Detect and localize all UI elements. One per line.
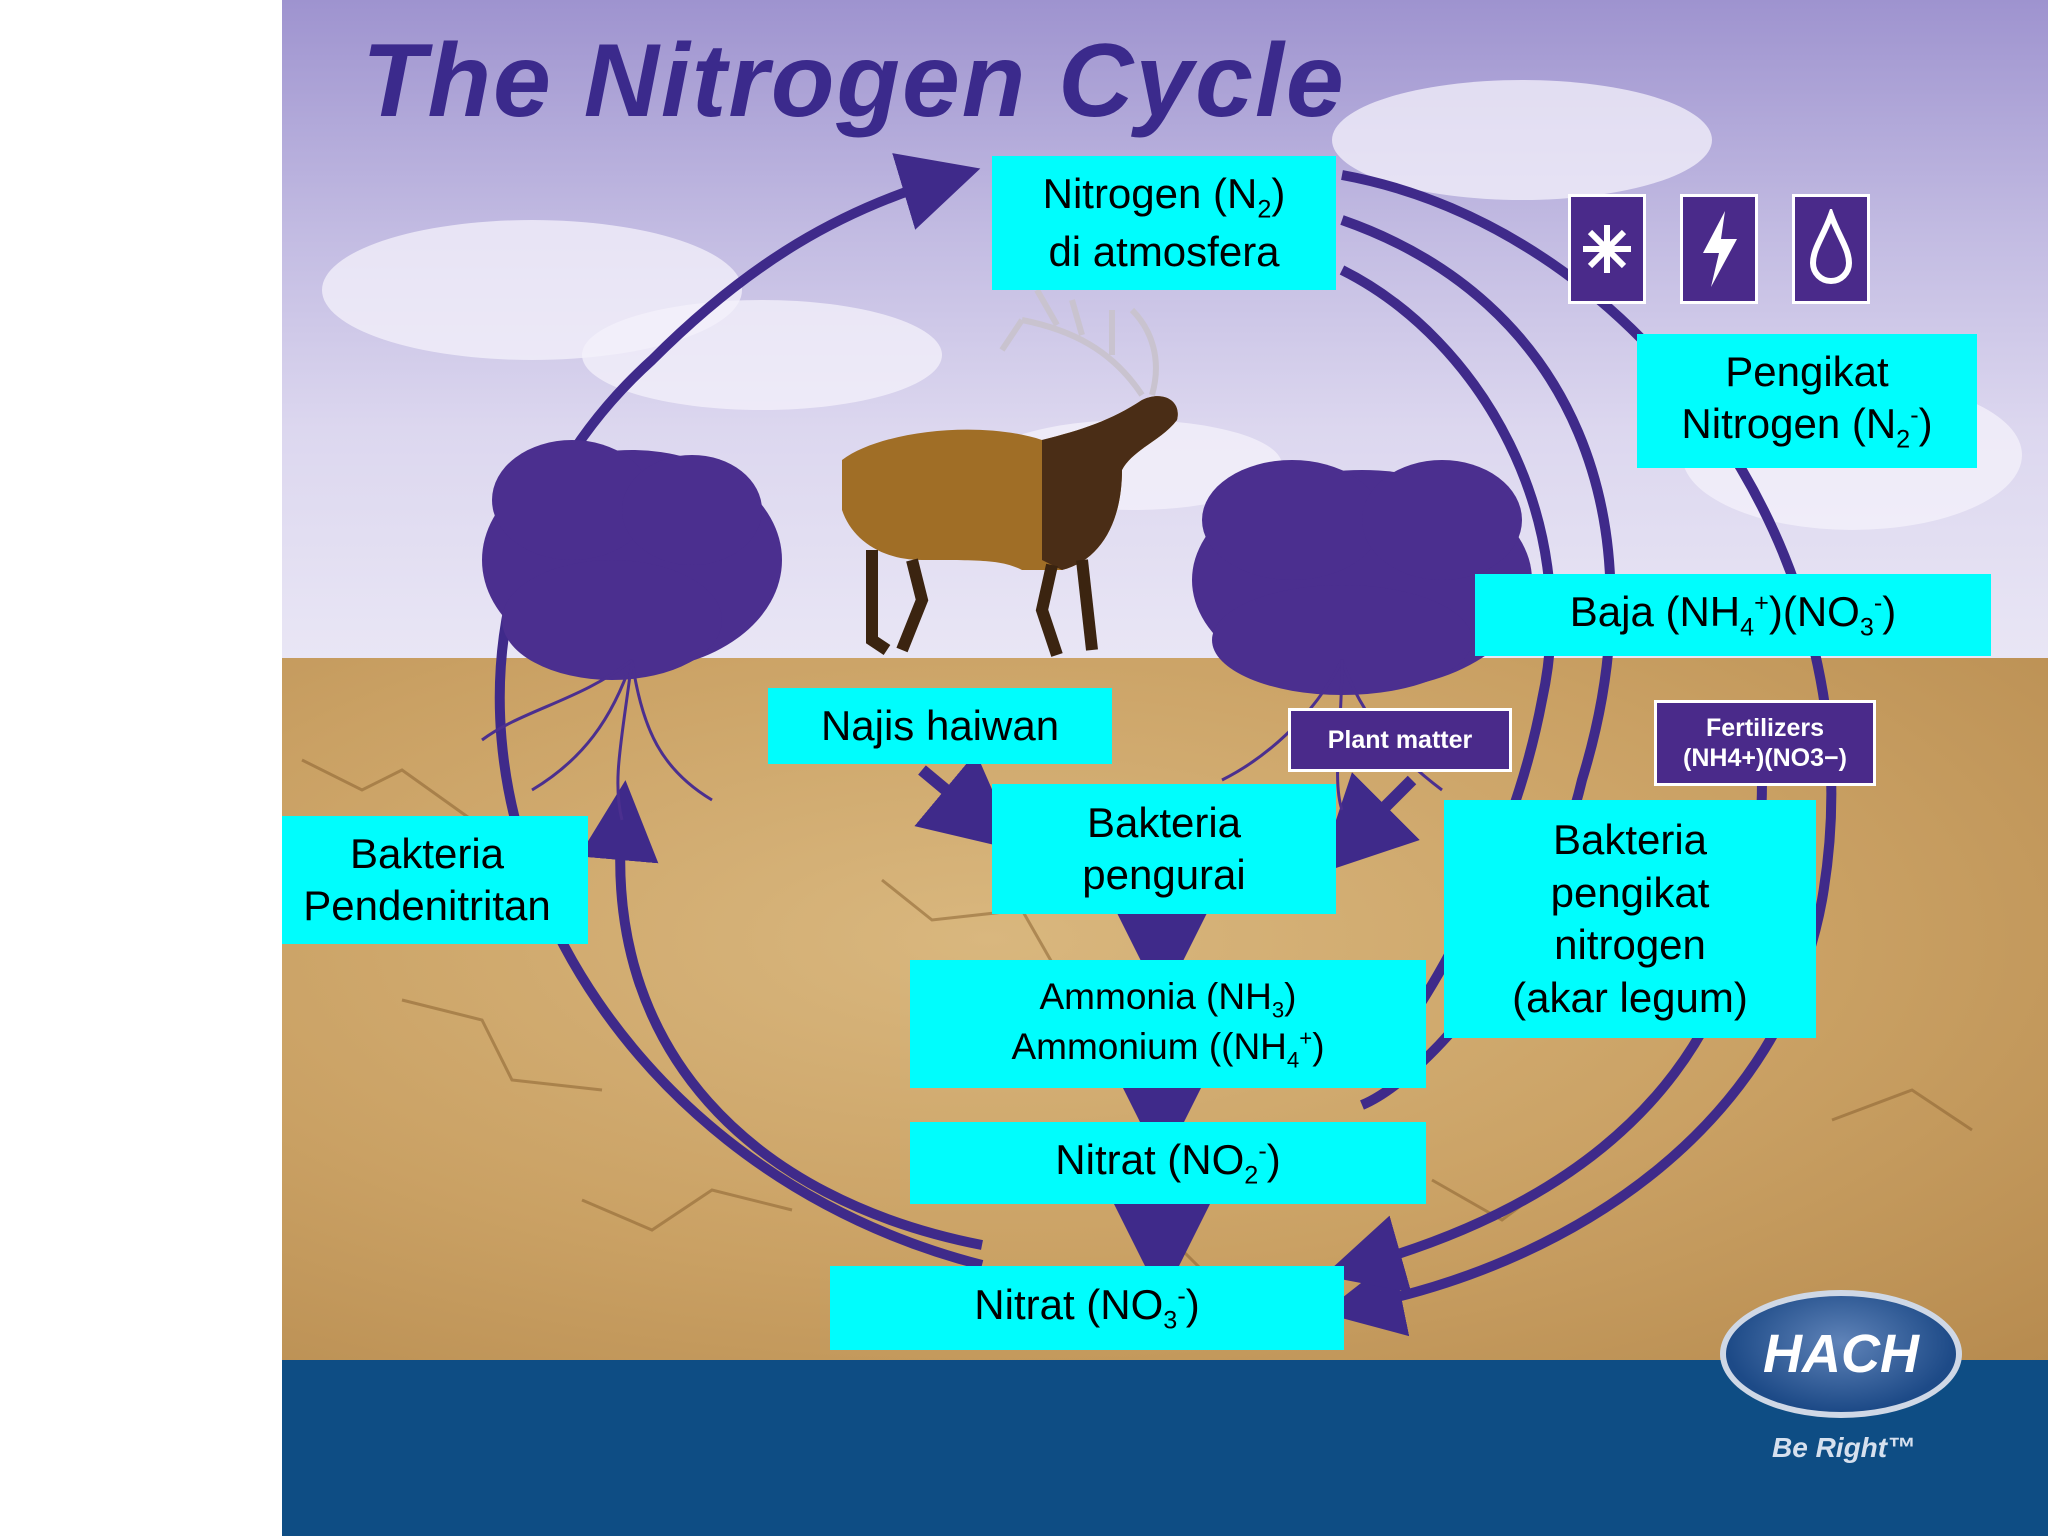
brand-slogan: Be Right™ (1772, 1432, 1916, 1463)
bush-right (1192, 460, 1532, 695)
arrow-atmosphere-inner (1339, 265, 1556, 1084)
label-ammonia-ammonium: Ammonia (NH3) Ammonium ((NH4+) (910, 960, 1426, 1088)
label-atmospheric-nitrogen: Nitrogen (N2) di atmosfera (992, 156, 1336, 290)
label-animal-waste: Najis haiwan (768, 688, 1112, 764)
water-drop-icon (1792, 194, 1870, 304)
elk-illustration (842, 288, 1178, 657)
label-nitrate: Nitrat (NO3-) (830, 1266, 1344, 1350)
bush-left (482, 440, 782, 680)
diagram-title: The Nitrogen Cycle (362, 23, 1346, 139)
arrow-nitrate-to-denitrifiers (578, 780, 983, 1250)
hach-logo: HACH (1720, 1290, 1962, 1418)
label-nitrogen-fixing-bacteria: Bakteria pengikat nitrogen (akar legum) (1444, 800, 1816, 1038)
label-nitrite: Nitrat (NO2-) (910, 1122, 1426, 1204)
vertical-arrows (914, 752, 1420, 1300)
snowflake-icon (1568, 194, 1646, 304)
nitrogen-cycle-scene: The Nitrogen Cycle (282, 0, 2048, 1536)
label-fertilizer: Baja (NH4+)(NO3-) (1475, 574, 1991, 656)
lightning-icon (1680, 194, 1758, 304)
tag-plant-matter: Plant matter (1288, 708, 1512, 772)
label-denitrifying-bacteria: Bakteria Pendenitritan (282, 816, 588, 944)
tag-fertilizers: Fertilizers (NH4+)(NO3−) (1654, 700, 1876, 786)
label-nitrogen-fixers: Pengikat Nitrogen (N2-) (1637, 334, 1977, 468)
label-decomposer-bacteria: Bakteria pengurai (992, 784, 1336, 914)
antlers (999, 288, 1159, 397)
